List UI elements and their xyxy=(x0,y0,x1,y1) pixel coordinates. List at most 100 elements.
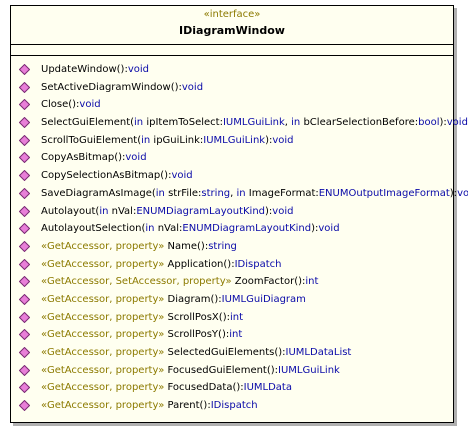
operation-text-part: (): xyxy=(68,99,80,111)
operation-text-part: ): xyxy=(439,117,447,129)
operation-row[interactable]: «GetAccessor, property» Diagram():IUMLGu… xyxy=(11,291,453,309)
operation-text-part: «GetAccessor, property» xyxy=(41,382,165,394)
operation-text-part: ImageFormat: xyxy=(245,187,319,199)
operation-row[interactable]: «GetAccessor, property» ScrollPosY():int xyxy=(11,326,453,344)
operation-text-part: in xyxy=(145,223,155,235)
class-header: «interface» IDiagramWindow xyxy=(11,6,453,44)
operation-text-part: ENUMDiagramLayoutKind xyxy=(182,223,312,235)
operation-text-part: int xyxy=(229,329,243,341)
operation-row[interactable]: «GetAccessor, SetAccessor, property» Zoo… xyxy=(11,273,453,291)
public-operation-diamond-icon xyxy=(19,293,30,305)
public-operation-diamond-icon xyxy=(19,64,30,75)
operation-row[interactable]: «GetAccessor, property» FocusedGuiElemen… xyxy=(11,362,453,380)
operation-text-part: ScrollToGuiElement( xyxy=(41,134,142,146)
operation-text-part: IDispatch xyxy=(234,258,282,270)
operation-text-part: (): xyxy=(116,64,128,75)
operation-text-part: Diagram(): xyxy=(164,293,222,305)
operation-text-part: void xyxy=(318,223,340,235)
operation-text-part: , xyxy=(284,117,292,129)
operation-row[interactable]: «GetAccessor, property» FocusedData():IU… xyxy=(11,379,453,397)
public-operation-diamond-icon xyxy=(19,99,30,111)
operation-text-part: CopySelectionAsBitmap xyxy=(41,170,161,182)
operation-text-part: AutolayoutSelection( xyxy=(41,223,146,235)
operation-text-part: SaveDiagramAsImage( xyxy=(41,187,156,199)
operation-text-part: Application(): xyxy=(164,258,235,270)
operation-text-part: FocusedData(): xyxy=(164,382,244,394)
operation-text-part: Close xyxy=(41,99,69,111)
operation-text-part: ): xyxy=(449,187,458,199)
operation-row[interactable]: «GetAccessor, property» Application():ID… xyxy=(11,256,453,274)
operation-text-part: in xyxy=(236,187,246,199)
public-operation-diamond-icon xyxy=(19,170,30,182)
public-operation-diamond-icon xyxy=(19,240,30,252)
public-operation-diamond-icon xyxy=(19,400,30,412)
operation-text-part: in xyxy=(99,205,109,217)
operation-row[interactable]: «GetAccessor, property» ScrollPosX():int xyxy=(11,309,453,327)
public-operation-diamond-icon xyxy=(19,382,30,394)
header-divider xyxy=(11,44,453,45)
operation-row[interactable]: UpdateWindow():void xyxy=(11,61,453,79)
public-operation-diamond-icon xyxy=(19,81,30,93)
operation-text-part: CopyAsBitmap xyxy=(41,152,115,164)
operation-text-part: int xyxy=(305,276,319,288)
operation-text-part: bool xyxy=(418,117,440,129)
operation-text-part: SelectedGuiElements(): xyxy=(164,347,286,358)
operation-text-part: void xyxy=(457,187,468,199)
operation-text-part: ): xyxy=(311,223,319,235)
operation-text-part: «GetAccessor, property» xyxy=(41,258,165,270)
public-operation-diamond-icon xyxy=(19,276,30,288)
operation-text-part: «GetAccessor, property» xyxy=(41,293,165,305)
operation-text-part: UpdateWindow xyxy=(41,64,117,75)
operation-row[interactable]: ScrollToGuiElement(in ipGuiLink:IUMLGuiL… xyxy=(11,132,453,150)
operation-row[interactable]: «GetAccessor, property» Parent():IDispat… xyxy=(11,397,453,415)
operation-row[interactable]: «GetAccessor, property» Name():string xyxy=(11,238,453,256)
operation-text-part: ScrollPosY(): xyxy=(164,329,230,341)
operation-text-part: IUMLData xyxy=(243,382,292,394)
operation-text-part: void xyxy=(79,99,101,111)
operation-row[interactable]: «GetAccessor, property» SelectedGuiEleme… xyxy=(11,344,453,362)
operation-text-part: IUMLGuiDiagram xyxy=(221,293,306,305)
operation-text-part: Parent(): xyxy=(164,400,211,412)
operation-text-part: SelectGuiElement( xyxy=(41,117,135,129)
operation-row[interactable]: Close():void xyxy=(11,96,453,114)
operation-text-part: nVal: xyxy=(108,205,137,217)
operation-text-part: void xyxy=(272,134,294,146)
operation-text-part: ScrollPosX(): xyxy=(164,311,230,323)
operation-text-part: «GetAccessor, property» xyxy=(41,329,165,341)
public-operation-diamond-icon xyxy=(19,329,30,341)
operation-text-part: strFile: xyxy=(164,187,202,199)
operation-row[interactable]: CopyAsBitmap():void xyxy=(11,149,453,167)
operation-text-part: (): xyxy=(114,152,126,164)
operation-text-part: IUMLGuiLink xyxy=(222,117,285,129)
attributes-compartment xyxy=(11,45,453,55)
operation-row[interactable]: CopySelectionAsBitmap():void xyxy=(11,167,453,185)
operation-row[interactable]: SetActiveDiagramWindow():void xyxy=(11,79,453,97)
operation-text-part: void xyxy=(171,170,193,182)
operation-row[interactable]: AutolayoutSelection(in nVal:ENUMDiagramL… xyxy=(11,220,453,238)
operation-text-part: «GetAccessor, property» xyxy=(41,364,165,376)
operation-text-part: int xyxy=(229,311,244,323)
operation-text-part: FocusedGuiElement(): xyxy=(164,364,279,376)
operation-text-part: void xyxy=(125,152,147,164)
operation-row[interactable]: SelectGuiElement(in ipItemToSelect:IUMLG… xyxy=(11,114,468,132)
operation-text-part: Autolayout( xyxy=(41,205,100,217)
operation-text-part: string xyxy=(201,187,231,199)
operation-row[interactable]: SaveDiagramAsImage(in strFile:string, in… xyxy=(11,185,468,203)
operation-text-part: in xyxy=(291,117,301,129)
operation-text-part: «GetAccessor, property» xyxy=(41,400,165,412)
class-stereotype: «interface» xyxy=(203,9,261,20)
operation-text-part: ENUMDiagramLayoutKind xyxy=(136,205,266,217)
operation-text-part: IUMLGuiLink xyxy=(278,364,340,376)
public-operation-diamond-icon xyxy=(19,364,30,376)
operation-text-part: IUMLDataList xyxy=(285,347,352,358)
operation-text-part: void xyxy=(272,205,294,217)
public-operation-diamond-icon xyxy=(19,258,30,270)
operation-text-part: SetActiveDiagramWindow xyxy=(41,81,171,93)
uml-class-box: «interface» IDiagramWindow UpdateWindow(… xyxy=(10,5,468,423)
operation-text-part: void xyxy=(181,81,204,93)
operation-text-part: in xyxy=(155,187,165,199)
operation-text-part: «GetAccessor, property» xyxy=(41,311,165,323)
operation-text-part: in xyxy=(134,117,144,129)
operation-text-part: bClearSelectionBefore: xyxy=(300,117,419,129)
operation-row[interactable]: Autolayout(in nVal:ENUMDiagramLayoutKind… xyxy=(11,203,453,221)
